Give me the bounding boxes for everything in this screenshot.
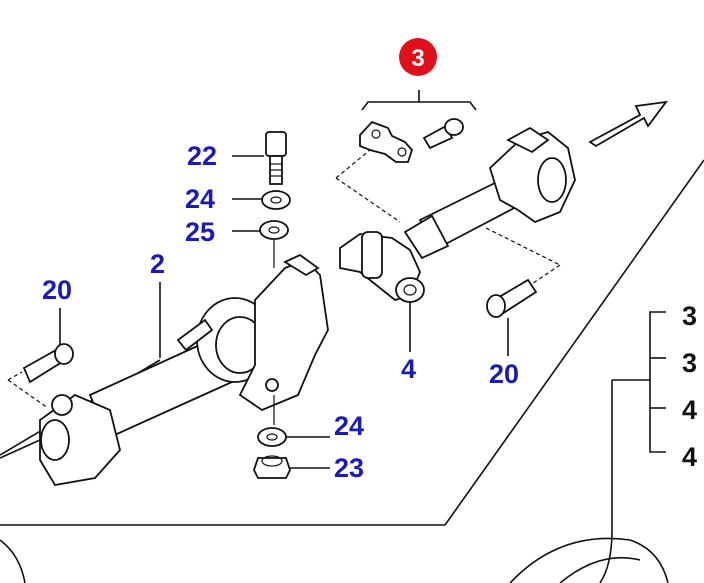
washer-24-bottom xyxy=(257,427,287,447)
group-badge: 3 xyxy=(399,38,437,76)
clamp-plate xyxy=(359,120,414,163)
bolt-22 xyxy=(265,131,287,185)
nut-23 xyxy=(253,455,291,479)
washer-24-top xyxy=(261,190,291,210)
bolt-20-left xyxy=(22,343,74,384)
bolt-20-right xyxy=(486,278,538,318)
callout-4: 4 xyxy=(401,354,416,384)
callout-2: 2 xyxy=(150,249,165,279)
front-drive-shaft xyxy=(339,126,576,303)
group-badge-label: 3 xyxy=(411,45,424,72)
callout-24-bottom: 24 xyxy=(334,411,364,441)
callout-20-left: 20 xyxy=(42,275,72,305)
direction-arrow-icon xyxy=(588,100,669,148)
side-list-item: 4 xyxy=(682,395,697,425)
callout-22: 22 xyxy=(187,141,217,171)
side-list-item: 3 xyxy=(682,301,697,331)
callout-23: 23 xyxy=(334,453,364,483)
side-list-bracket xyxy=(599,311,666,583)
washer-25 xyxy=(259,220,289,240)
side-list-item: 4 xyxy=(682,442,697,472)
wheel-outline xyxy=(0,537,669,583)
callout-25: 25 xyxy=(185,217,215,247)
rear-drive-shaft xyxy=(0,336,234,486)
center-bearing xyxy=(176,253,329,412)
side-list-item: 3 xyxy=(682,348,697,378)
leader-lines xyxy=(59,155,509,469)
callout-24-top: 24 xyxy=(185,184,215,214)
callout-20-right: 20 xyxy=(489,359,519,389)
clamp-screw xyxy=(422,118,464,150)
group-bracket xyxy=(361,90,477,111)
